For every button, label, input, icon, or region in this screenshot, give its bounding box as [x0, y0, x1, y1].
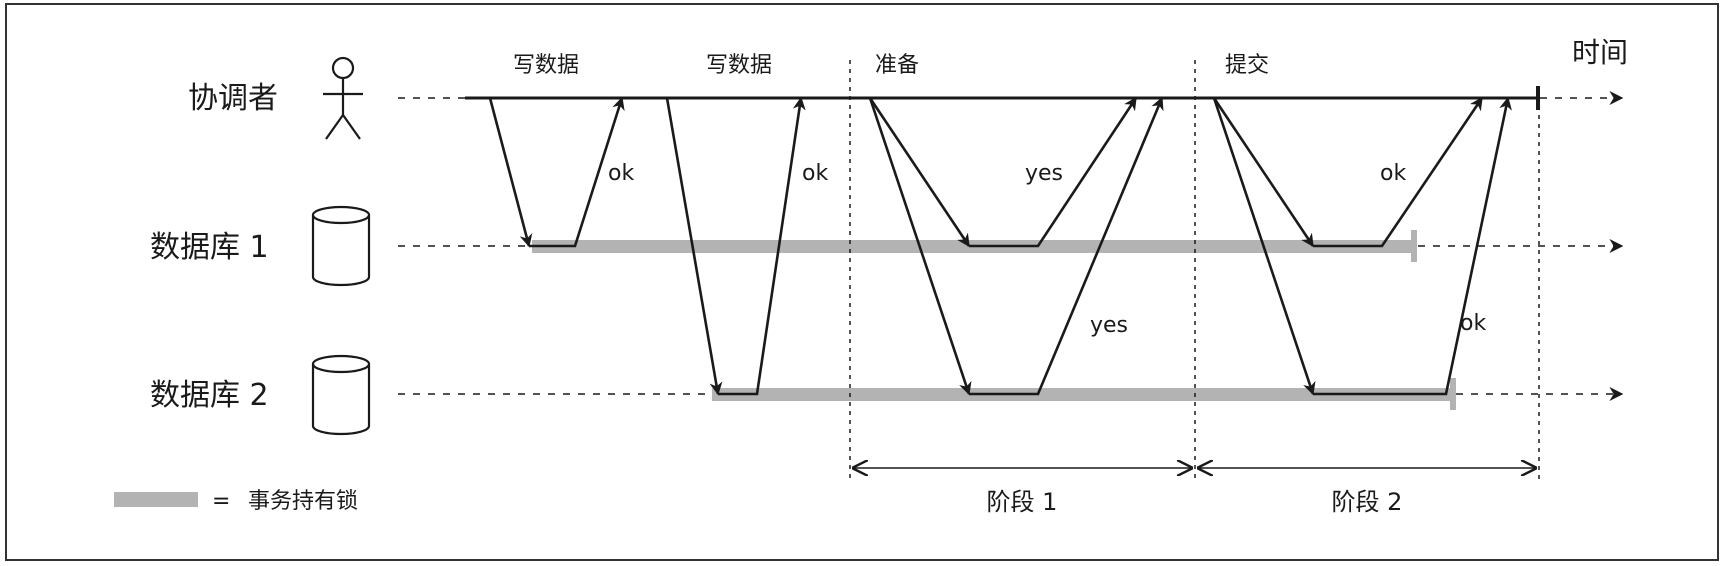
arrow-write2-request — [665, 97, 723, 396]
arrow-prepare-yes-db2 — [969, 96, 1164, 396]
reply-label-ok2: ok — [802, 161, 828, 186]
phase2-label: 阶段 2 — [1332, 488, 1403, 516]
lane-label-db1: 数据库 1 — [150, 230, 269, 265]
arrow-commit-db2 — [1212, 97, 1316, 396]
arrow-commit-ok-db2 — [1313, 96, 1512, 396]
message-arrows — [488, 96, 1512, 396]
arrow-write1-ok — [529, 96, 625, 248]
arrow-prepare-db1 — [868, 97, 971, 248]
arrow-commit-db1 — [1212, 97, 1315, 248]
database-icon-db2 — [311, 354, 371, 436]
reply-label-ok4: ok — [1460, 311, 1486, 336]
legend-lock-swatch — [114, 492, 198, 507]
reply-label-yes1: yes — [1025, 161, 1063, 186]
legend-label: 事务持有锁 — [248, 489, 358, 514]
arrow-write2-ok — [718, 96, 806, 396]
step-label-write1: 写数据 — [513, 53, 579, 78]
database-icon-db1 — [311, 205, 371, 287]
timelines — [398, 91, 1624, 401]
lane-label-coordinator: 协调者 — [188, 81, 278, 116]
time-axis-label: 时间 — [1572, 36, 1628, 69]
lane-label-db2: 数据库 2 — [150, 378, 269, 413]
phase1-label: 阶段 1 — [987, 488, 1058, 516]
step-label-write2: 写数据 — [706, 53, 772, 78]
arrow-prepare-db2 — [868, 97, 972, 396]
lock-bar-db2 — [712, 388, 1453, 401]
lock-bar-db2-end — [1450, 378, 1456, 410]
step-label-prepare: 准备 — [875, 53, 919, 78]
reply-label-ok3: ok — [1380, 161, 1406, 186]
arrow-commit-ok-db1 — [1313, 96, 1484, 248]
arrow-prepare-yes-db1 — [969, 96, 1138, 248]
lock-bars — [532, 230, 1456, 410]
timeline-coordinator-end — [1536, 86, 1540, 110]
arrow-write1-request — [488, 97, 533, 248]
lock-bar-db1-end — [1411, 230, 1417, 262]
step-label-commit: 提交 — [1225, 53, 1269, 78]
diagram-frame — [5, 3, 1719, 561]
legend-equals: = — [212, 489, 230, 514]
reply-label-yes2: yes — [1090, 313, 1128, 338]
reply-label-ok1: ok — [608, 161, 634, 186]
person-icon — [323, 56, 363, 140]
